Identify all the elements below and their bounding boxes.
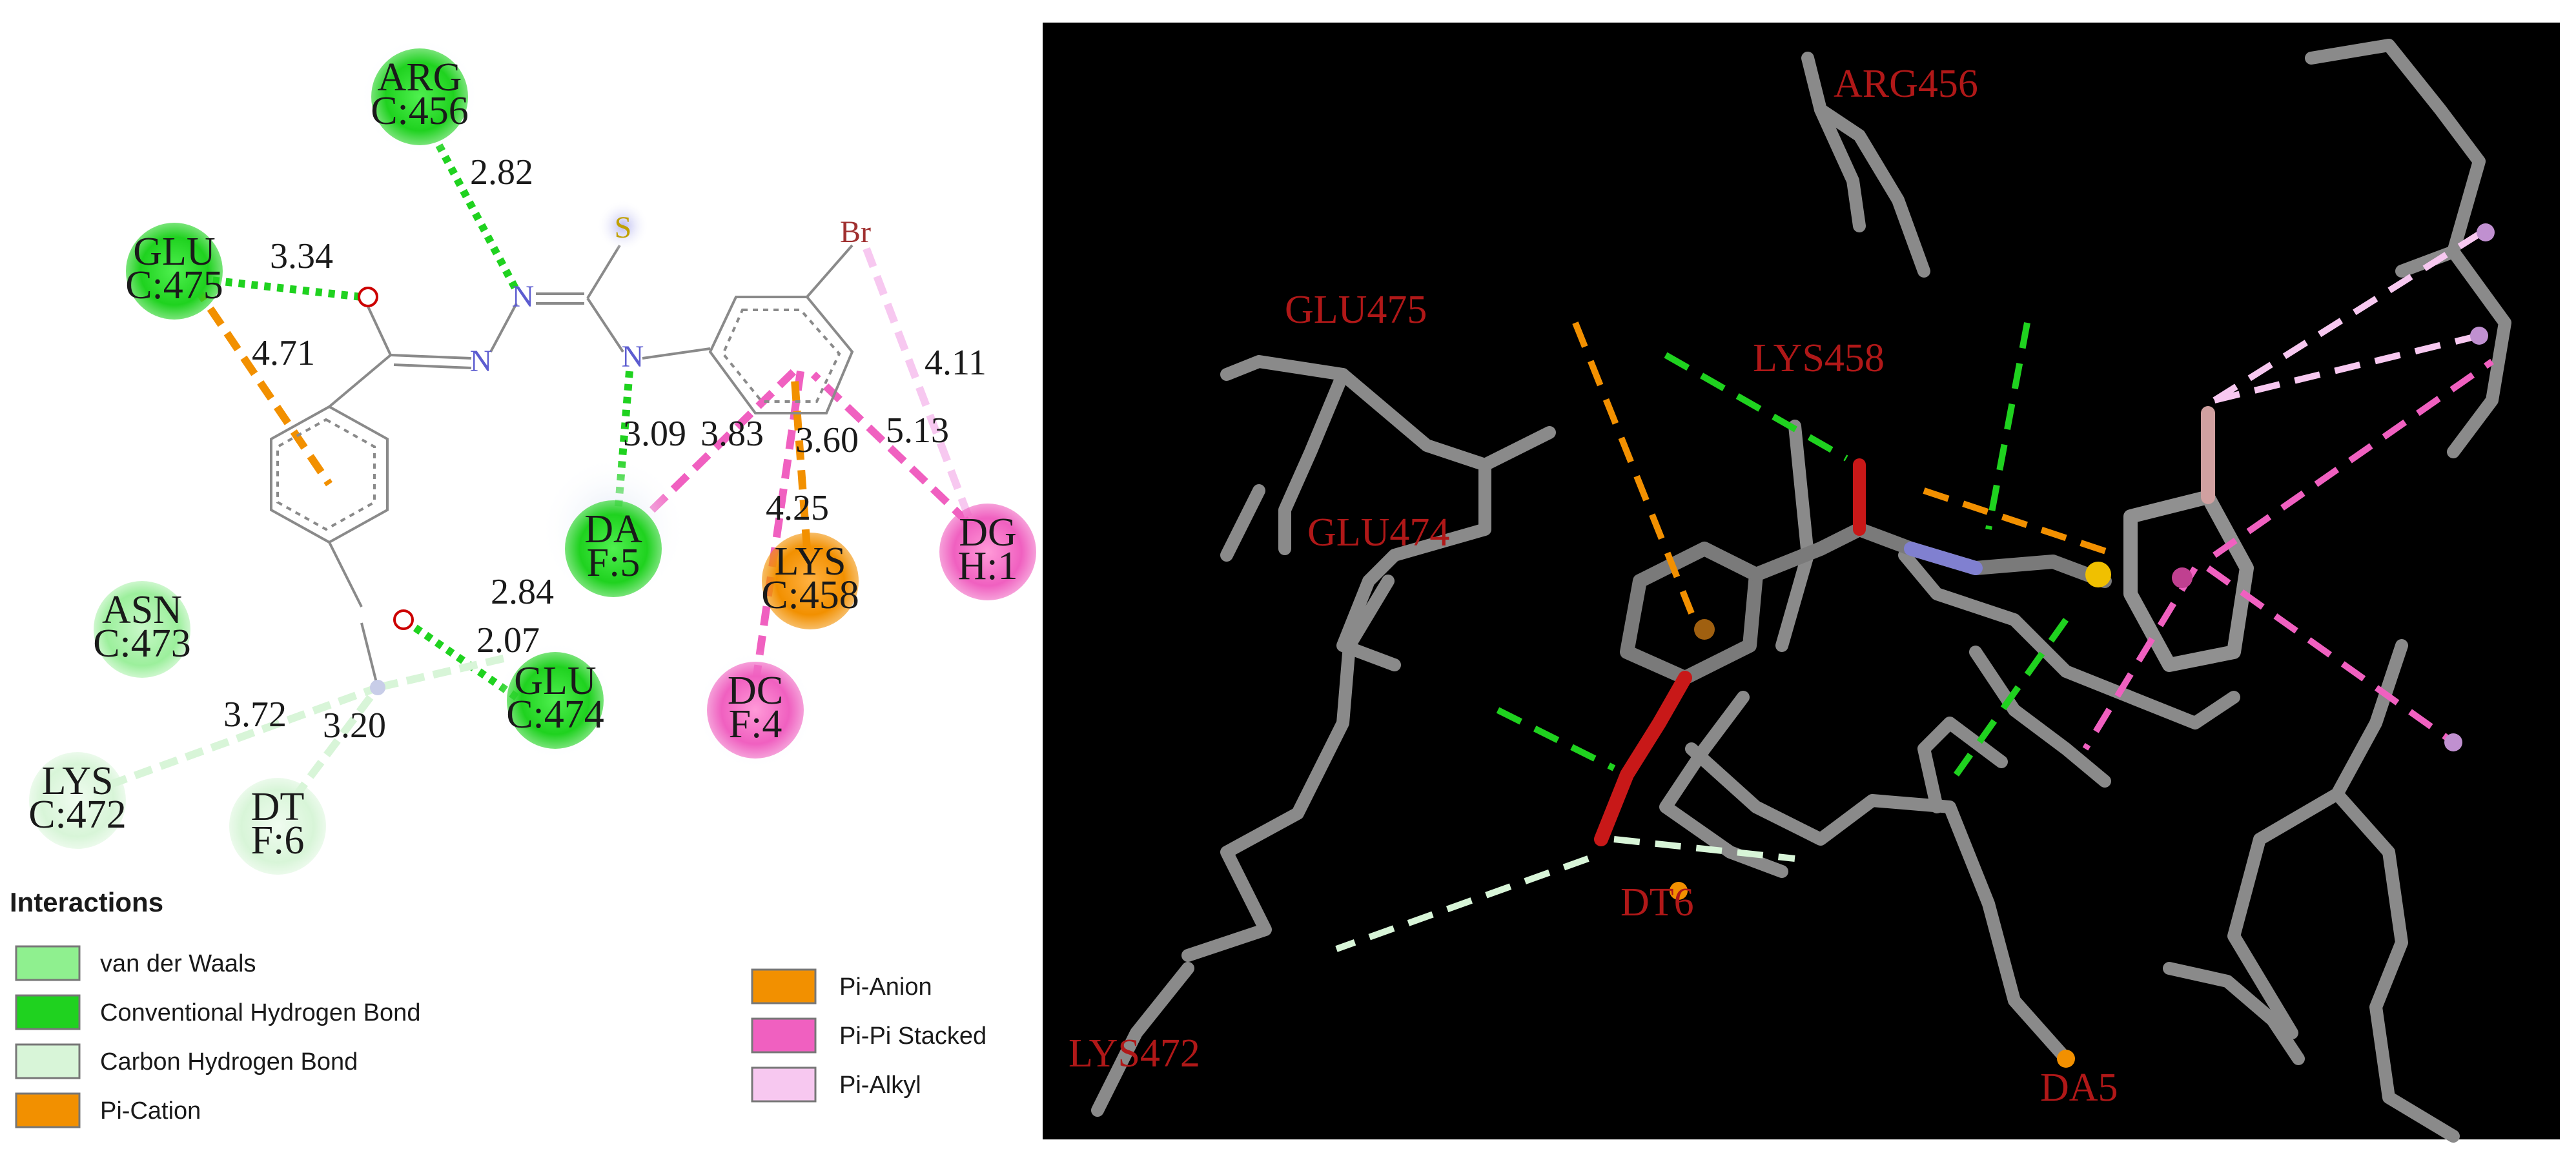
distance-label: 3.34 [270,236,333,276]
nitrogen-atom-2: N [512,280,535,314]
legend: Interactions van der Waals Conventional … [10,887,986,1128]
ligand-structure [270,244,854,688]
legend-item: van der Waals [15,945,256,981]
residue-name: ARG [378,56,462,99]
pi-pi-line-daf5 [649,368,797,513]
hbond-line-arg456 [435,143,520,292]
residue-lys472: LYS C:472 [28,752,127,849]
residue-daf5: DA F:5 [539,455,688,604]
atom-accents [1670,223,2495,1068]
oxygen-atom-1 [358,287,378,307]
legend-label: Carbon Hydrogen Bond [100,1048,358,1075]
residue-name: DA [584,507,642,551]
residue-name: GLU [133,230,215,274]
distance-label: 4.11 [925,343,986,383]
residue-name: DC [728,669,783,713]
pi-pi-line-dgh1 [810,371,972,526]
render-label: DA5 [2040,1066,2118,1110]
ch-bond-line-lys472 [82,684,380,798]
distance-labels: 2.82 3.34 4.71 3.09 3.83 3.60 4.11 5.13 … [223,152,986,746]
render-labels: ARG456 GLU475 LYS458 GLU474 DT6 LYS472 D… [1068,62,2118,1110]
legend-item: Pi-Anion [751,968,932,1004]
residue-chain: H:1 [958,544,1018,588]
legend-title: Interactions [10,887,163,917]
distance-label: 2.84 [491,572,554,612]
residue-asn473: ASN C:473 [93,581,191,678]
legend-item: Pi-Pi Stacked [751,1017,986,1054]
binding-site-3d-panel: ARG456 GLU475 LYS458 GLU474 DT6 LYS472 D… [1043,23,2560,1143]
oxygen-atom-2 [393,609,414,630]
residue-name: LYS [775,540,846,584]
residue-chain: F:5 [587,541,640,585]
pi-pi-line-dcf4 [751,371,804,685]
distance-label: 3.20 [323,706,386,746]
residue-chain: C:472 [28,793,127,837]
residue-chain: C:473 [93,622,191,666]
hbond-line-glu474 [401,617,519,700]
residue-dgh1: DG H:1 [939,504,1036,600]
residue-chain: C:458 [761,573,859,617]
legend-label: Conventional Hydrogen Bond [100,999,420,1026]
nitrogen-atom-1: N [470,344,493,378]
distance-label: 3.72 [223,695,287,735]
legend-item: Conventional Hydrogen Bond [15,994,420,1030]
render-label: ARG456 [1834,62,1978,106]
distance-label: 3.60 [795,420,859,460]
legend-item: Carbon Hydrogen Bond [15,1043,358,1079]
bromine-atom: Br [840,215,871,249]
residue-chain: C:456 [371,89,469,133]
legend-label: van der Waals [100,950,256,977]
pi-alkyl-line-dgh1 [861,243,972,518]
residue-name: GLU [514,659,596,703]
pi-anion-line-glu475 [190,281,332,487]
render-label: LYS472 [1068,1032,1200,1075]
residue-chain: C:475 [125,263,223,307]
render-label: GLU475 [1285,288,1427,332]
interaction-lines [82,143,972,822]
residue-glu475: GLU C:475 [125,223,223,320]
distance-label: 3.09 [623,414,686,454]
ligand-sticks [1594,406,2254,846]
interaction-2d-panel: N N N S Br ARG C:456 GLU C:475 ASN C:473… [10,36,1036,1128]
distance-label: 2.82 [470,152,533,192]
distance-label: 3.83 [700,414,764,454]
residue-name: DT [251,785,305,829]
distance-label: 4.71 [252,333,315,373]
legend-item: Pi-Cation [15,1092,201,1128]
residue-chain: F:6 [251,819,305,862]
distance-label: 5.13 [886,411,949,451]
distance-label: 4.25 [766,488,829,528]
residue-sticks [1091,39,2511,1143]
residue-name: ASN [102,588,182,632]
residue-dtf6: DT F:6 [229,778,326,875]
residue-arg456: ARG C:456 [358,36,481,158]
distance-label: 2.07 [476,620,540,660]
residue-chain: F:4 [729,702,782,746]
residue-dcf4: DC F:4 [694,649,817,771]
ch-bond-line-glu474 [376,655,505,691]
legend-label: Pi-Pi Stacked [839,1023,986,1050]
residue-name: LYS [42,759,114,803]
residue-chain: C:474 [506,693,604,737]
legend-label: Pi-Cation [100,1097,201,1125]
sulfur-atom: S [615,210,632,245]
residue-glu474: GLU C:474 [494,639,617,762]
render-label: GLU474 [1307,511,1449,555]
nitrogen-atom-3: N [622,340,644,374]
residue-lys458: LYS C:458 [761,533,859,629]
hydrogen-atom [370,680,385,695]
legend-item: Pi-Alkyl [751,1066,921,1103]
render-label: DT6 [1620,881,1694,924]
residue-name: DG [959,511,1017,555]
legend-label: Pi-Alkyl [839,1072,921,1099]
interactions-3d [1335,223,2494,952]
legend-label: Pi-Anion [839,973,932,1001]
render-label: LYS458 [1753,336,1885,380]
sulfur-halo [597,200,649,252]
